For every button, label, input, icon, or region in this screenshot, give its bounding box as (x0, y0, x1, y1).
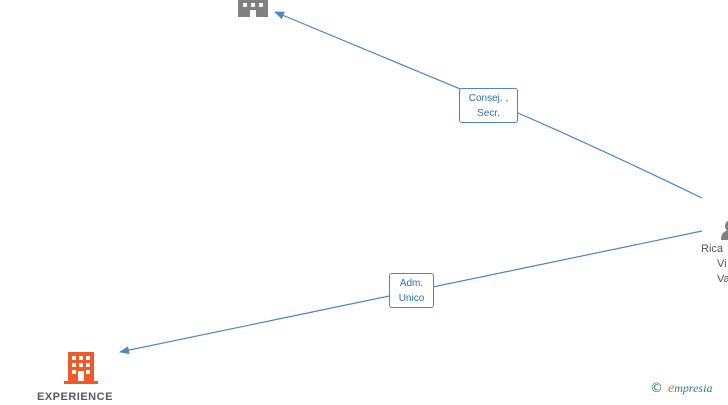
person-name-line: Va (717, 273, 728, 285)
brand-name-rest: mpresia (674, 381, 713, 395)
edge-label-line: Secr. (477, 108, 500, 119)
edge-label-line: Consej. , (468, 93, 509, 104)
edge-person-to-top-company (274, 11, 703, 199)
person-icon[interactable] (721, 220, 728, 240)
company-name[interactable]: EXPERIENCE (37, 391, 113, 403)
copyright-symbol: © (650, 381, 663, 396)
edge-label-adm-unico[interactable]: Adm. Unico (389, 273, 434, 308)
person-name-line: Vi (717, 258, 727, 270)
brand-first-letter: e (668, 381, 675, 396)
edge-label-line: Adm. (399, 278, 424, 289)
person-name-line: Rica (701, 243, 724, 255)
edge-label-line: Unico (398, 293, 425, 304)
edge-label-consej-secr[interactable]: Consej. , Secr. (459, 88, 518, 123)
person-name[interactable]: Rica Vi Va (701, 242, 728, 287)
company-building-icon[interactable] (64, 352, 98, 384)
company-building-icon[interactable] (238, 0, 268, 17)
empresia-logo: © empresia (650, 380, 712, 397)
